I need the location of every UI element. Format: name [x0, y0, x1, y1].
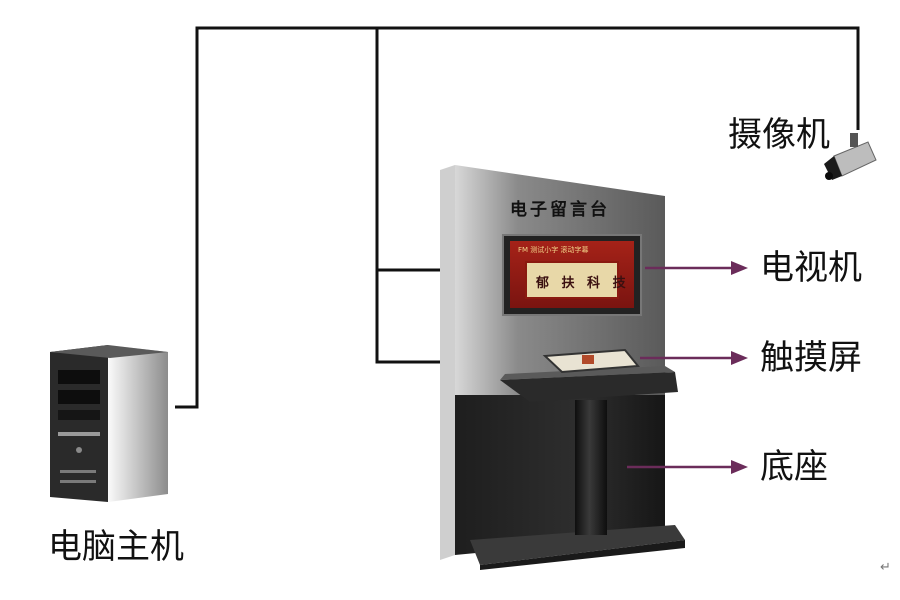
- kiosk-shelf: [500, 372, 678, 402]
- kiosk-pillar: [575, 400, 607, 535]
- kiosk-icon: [440, 165, 685, 570]
- callout-arrows: [627, 261, 748, 474]
- tv-screen-subtitle: FM 测试小字 滚动字幕: [518, 246, 589, 254]
- return-mark: ↵: [880, 560, 891, 575]
- kiosk-panel-title: 电子留言台: [510, 200, 610, 220]
- kiosk-cable-lower: [375, 270, 440, 364]
- label-computer: 电脑主机: [48, 527, 184, 567]
- label-base: 底座: [760, 447, 828, 487]
- label-tv: 电视机: [760, 248, 862, 288]
- cable-lines: [175, 26, 860, 409]
- computer-tower-icon: [50, 345, 168, 502]
- tv-screen-title: 郁 扶 科 技: [536, 276, 630, 291]
- label-touchscreen: 触摸屏: [760, 338, 862, 378]
- kiosk-cable-upper: [375, 28, 440, 272]
- pc-cable: [175, 26, 860, 409]
- label-camera: 摄像机: [728, 115, 830, 155]
- camera-icon: [824, 133, 877, 180]
